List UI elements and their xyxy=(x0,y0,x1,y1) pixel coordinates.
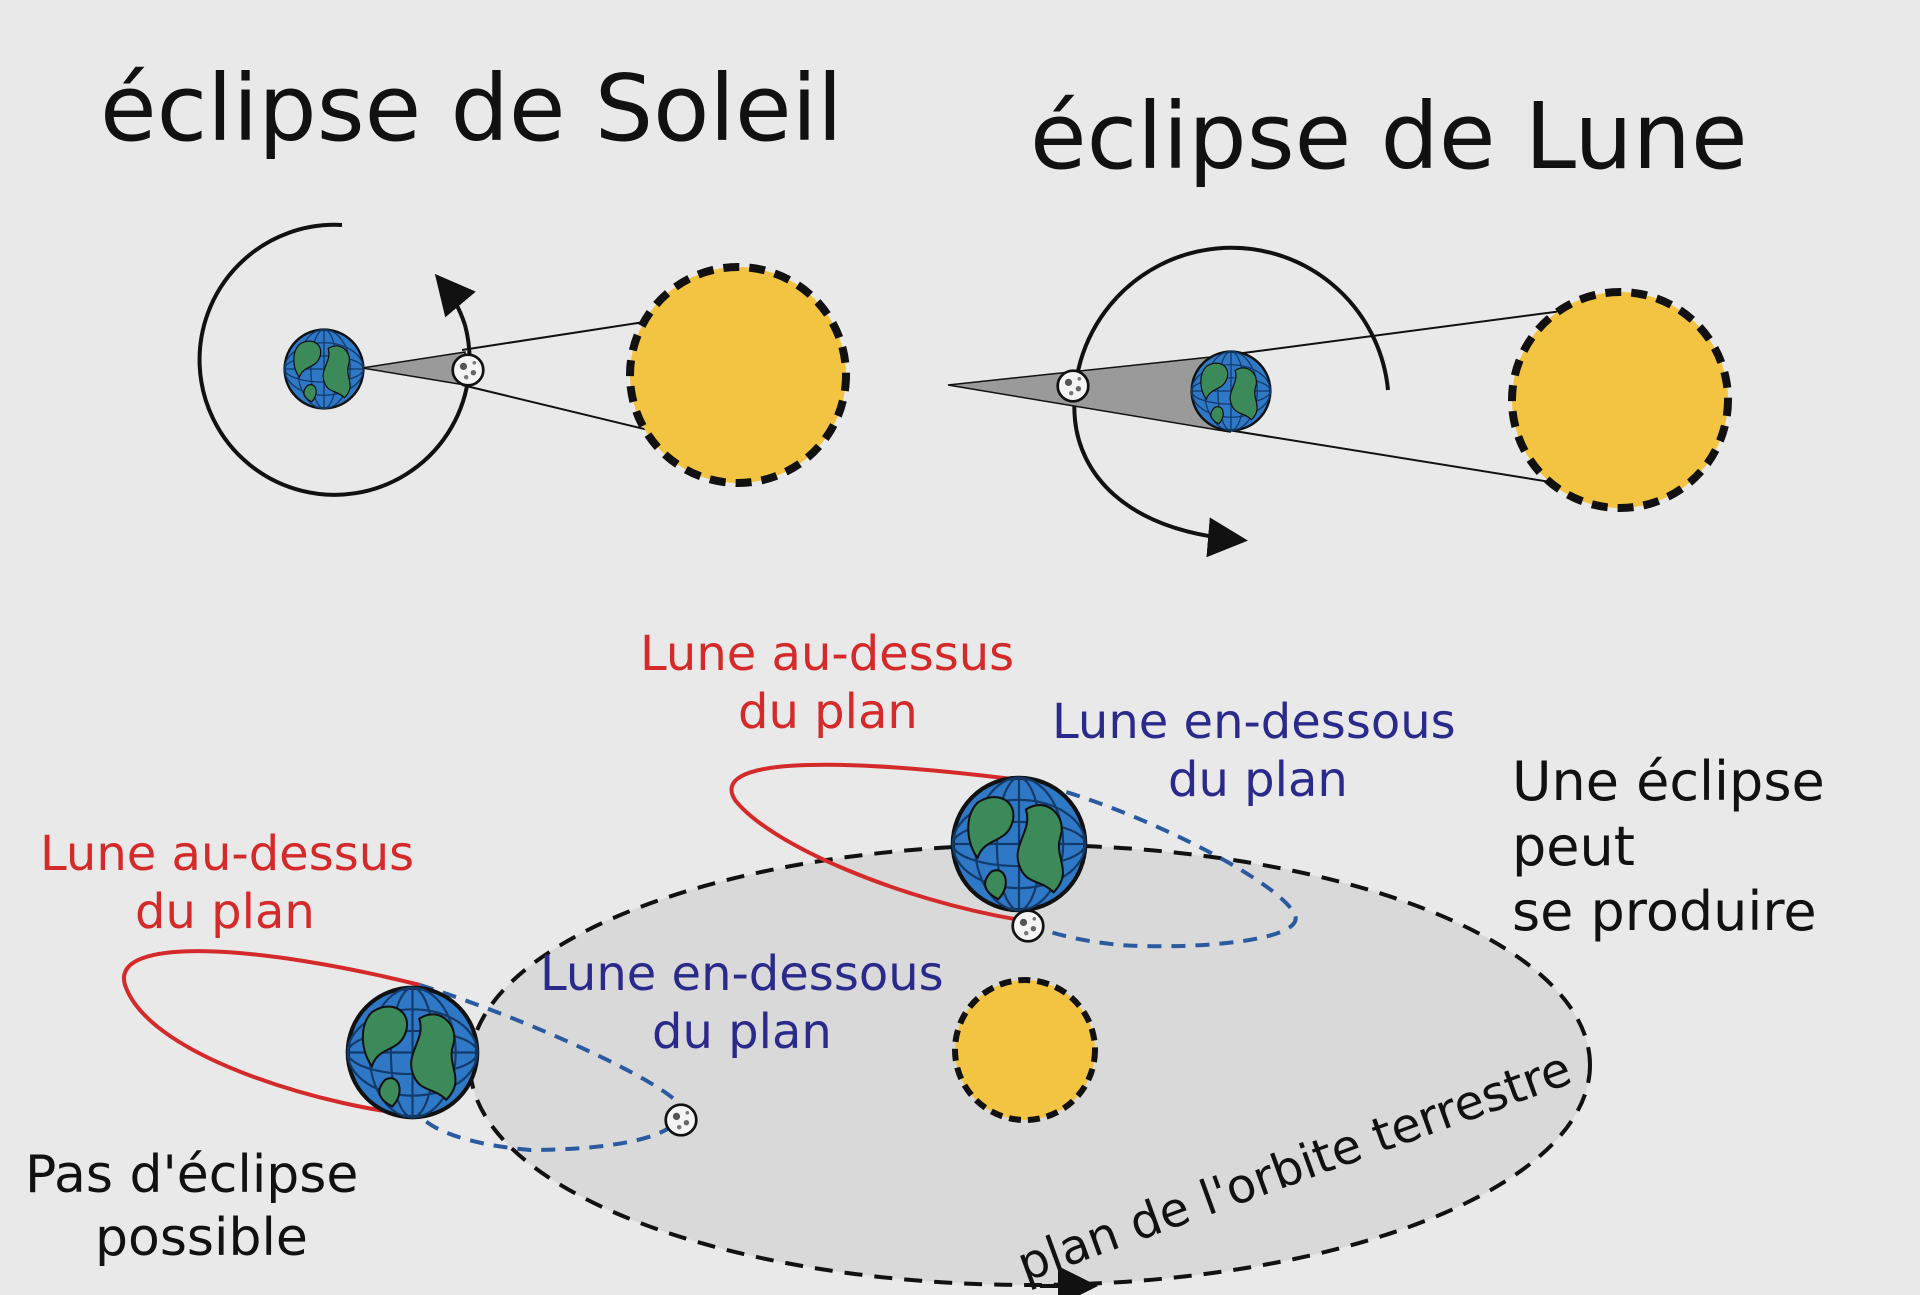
moon-orbit-below xyxy=(1019,778,1298,949)
label-left-below-1: Lune en-dessous xyxy=(540,946,944,1002)
right-earth-system xyxy=(729,762,1298,949)
ray-line-bottom xyxy=(1227,429,1601,491)
earth-icon xyxy=(348,988,478,1118)
label-left-above-2: du plan xyxy=(135,884,315,940)
sun-icon xyxy=(626,263,850,487)
sun-icon xyxy=(952,977,1098,1123)
orbital-plane xyxy=(468,843,1592,1295)
moon-orbit-above xyxy=(729,762,1021,922)
label-right-below-2: du plan xyxy=(1168,752,1348,808)
moon-icon xyxy=(1056,369,1090,403)
label-eclipse-possible-3: se produire xyxy=(1512,880,1817,943)
moon-shadow-cone xyxy=(361,351,466,386)
moon-icon xyxy=(664,1103,698,1137)
moon-orbit-arc xyxy=(197,222,472,497)
label-right-above-1: Lune au-dessus xyxy=(640,626,1014,682)
lunar-eclipse-title: éclipse de Lune xyxy=(1030,83,1748,190)
solar-eclipse-panel xyxy=(197,222,850,497)
moon-icon xyxy=(1011,909,1045,943)
earth-shadow-cone xyxy=(947,354,1231,433)
label-right-above-2: du plan xyxy=(738,684,918,740)
earth-icon xyxy=(283,328,365,410)
earth-icon xyxy=(953,778,1085,910)
label-eclipse-possible-1: Une éclipse xyxy=(1512,750,1825,813)
label-eclipse-possible-2: peut xyxy=(1512,815,1635,878)
ray-line-top xyxy=(1227,307,1586,356)
solar-eclipse-title: éclipse de Soleil xyxy=(100,55,843,162)
moon-orbit-above xyxy=(121,949,421,1117)
earth-icon xyxy=(1190,350,1272,432)
label-left-above-1: Lune au-dessus xyxy=(40,826,414,882)
left-earth-system xyxy=(121,949,698,1153)
lunar-eclipse-panel xyxy=(947,245,1732,558)
moon-icon xyxy=(451,353,485,387)
moon-orbit-arc xyxy=(1072,245,1390,558)
label-no-eclipse-1: Pas d'éclipse xyxy=(25,1145,358,1205)
label-no-eclipse-2: possible xyxy=(95,1208,308,1268)
label-left-below-2: du plan xyxy=(652,1004,832,1060)
label-right-below-1: Lune en-dessous xyxy=(1052,694,1456,750)
sun-icon xyxy=(1508,288,1732,512)
orbit-direction-arrow xyxy=(434,273,476,326)
